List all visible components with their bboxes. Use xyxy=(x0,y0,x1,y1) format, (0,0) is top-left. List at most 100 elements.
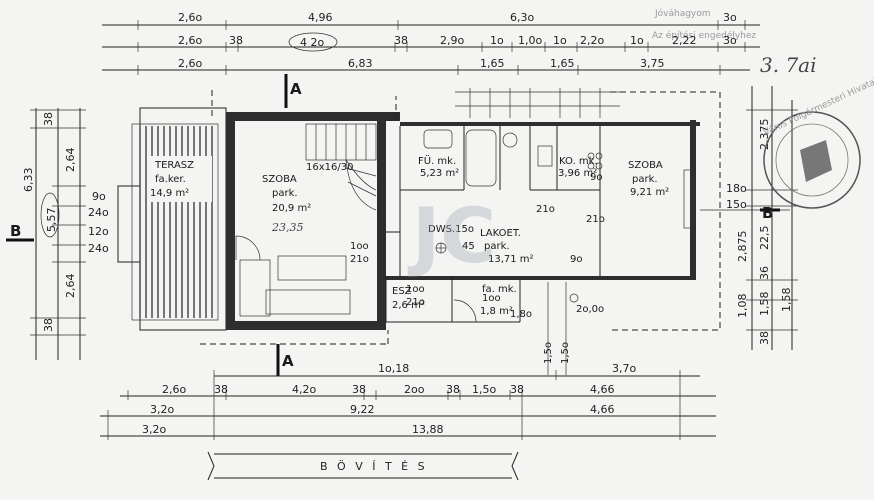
living-area: 13,71 m² xyxy=(488,254,534,265)
room-right-area: 9,21 m² xyxy=(630,187,669,198)
permit-note: Az építési engedélyhez xyxy=(652,30,756,41)
opening-dimension-stubs xyxy=(455,88,620,118)
dim-bottom-3b: 13,88 xyxy=(412,423,444,436)
terrace-floor: fa.ker. xyxy=(155,174,186,185)
extension-outline xyxy=(200,90,721,345)
dim-right-6: 1,58 xyxy=(780,288,793,313)
section-b-left-label: B xyxy=(10,222,21,240)
staircase xyxy=(305,123,377,211)
stove-icon xyxy=(587,152,603,170)
int-dim-7: 9o xyxy=(570,254,582,265)
dim-top-2f: 1o xyxy=(490,34,504,47)
dim-bottom-1b: 38 xyxy=(214,383,228,396)
int-dim-11: 2o,0o xyxy=(576,304,604,315)
dim-right-4: 2,875 xyxy=(736,231,749,263)
watermark-logo: JC xyxy=(407,191,496,280)
dim-top-3c: 1,65 xyxy=(480,57,505,70)
dim-bottom-1d: 38 xyxy=(352,383,366,396)
section-a-bottom-marker: A xyxy=(276,344,294,376)
dim-top-2g: 1,0o xyxy=(518,34,542,47)
bottom-dimensions: 1o,18 3,7o 2,6o 38 4,2o 38 2oo 38 1,5o 3… xyxy=(100,362,716,440)
int-dim-12: 45 xyxy=(462,241,475,252)
dim-right-10: 38 xyxy=(758,331,771,345)
esz-name: ESZ xyxy=(392,286,412,297)
dim-right-3: 15o xyxy=(726,198,747,211)
dim-left-1: 38 xyxy=(42,112,55,126)
extension-label: B Ö V Í T É S xyxy=(320,460,428,473)
dim-top-1b: 4,96 xyxy=(308,11,333,24)
left-dimensions: 38 2,64 6,33 5,57 9o 24o 12o 24o 2,64 38 xyxy=(22,108,109,360)
int-dim-13: 1,8o xyxy=(510,309,532,320)
room-left-area: 20,9 m² xyxy=(272,203,311,214)
int-dim-10: 1,5o xyxy=(560,342,571,364)
dim-left-10: 38 xyxy=(42,318,55,332)
terrace-name: TERASZ xyxy=(154,160,194,171)
bath-fixtures xyxy=(423,129,553,187)
dim-bottom-1i: 4,66 xyxy=(590,383,615,396)
dim-bottom-1f: 38 xyxy=(446,383,460,396)
terrace-area: 14,9 m² xyxy=(150,188,189,199)
dim-top-1c: 6,3o xyxy=(510,11,534,24)
dim-right-5: 22,5 xyxy=(758,226,771,251)
dim-top-2c: 4 2o xyxy=(300,36,324,49)
dim-left-6: 24o xyxy=(88,206,109,219)
dim-top-2d: 38 xyxy=(394,34,408,47)
interior-dimensions: 1oo 21o 1oo 21o 9o 21o 9o 21o 1,5o 1,5o … xyxy=(350,172,605,364)
section-b-right-marker: B xyxy=(700,204,790,222)
dim-top-2a: 2,6o xyxy=(178,34,202,47)
living-name: LAKOET. xyxy=(480,228,521,239)
dim-bottom-1a: 2,6o xyxy=(162,383,186,396)
room-right-name: SZOBA xyxy=(628,160,663,171)
room-left-furniture xyxy=(235,235,351,317)
dim-bottom-2b: 9,22 xyxy=(350,403,375,416)
room-left-handwritten-area: 23,35 xyxy=(271,221,304,234)
dim-bottom-1c: 4,2o xyxy=(292,383,316,396)
room-left-floor: park. xyxy=(272,188,298,199)
extension-bracket: B Ö V Í T É S xyxy=(207,451,519,481)
dim-top-2b: 38 xyxy=(229,34,243,47)
section-a-bottom-label: A xyxy=(282,352,294,370)
dim-top-3b: 6,83 xyxy=(348,57,373,70)
dim-top-2i: 2,2o xyxy=(580,34,604,47)
top-dimensions: 2,6o 4,96 6,3o 3o 2,6o 38 4 2o 38 2,9o 1… xyxy=(102,11,760,75)
dim-top-3a: 2,6o xyxy=(178,57,202,70)
room-right-floor: park. xyxy=(632,174,658,185)
dim-top-1d: 3o xyxy=(723,11,737,24)
dim-left-5: 9o xyxy=(92,190,106,203)
dim-top-2k: 2,22 xyxy=(672,34,697,47)
section-b-right-label: B xyxy=(762,204,773,222)
int-dim-3: 1oo xyxy=(406,284,425,295)
kitchen-area: 3,96 m² xyxy=(558,168,597,179)
dim-bottom-2a: 3,2o xyxy=(150,403,174,416)
dim-left-3: 6,33 xyxy=(22,168,35,193)
dim-bottom-0b: 3,7o xyxy=(612,362,636,375)
living-dws: DWS.15o xyxy=(428,224,474,235)
terrace: TERASZ fa.ker. 14,9 m² xyxy=(117,107,227,331)
dim-top-2e: 2,9o xyxy=(440,34,464,47)
room-left-name: SZOBA xyxy=(262,174,297,185)
dim-bottom-3a: 3,2o xyxy=(142,423,166,436)
wc-name: fa. mk. xyxy=(482,284,517,295)
dim-right-7: 1,08 xyxy=(736,294,749,319)
right-dimensions: 2,375 18o 15o 2,875 22,5 1,58 1,08 36 1,… xyxy=(726,86,798,350)
dim-bottom-1g: 1,5o xyxy=(472,383,496,396)
int-dim-9: 1,5o xyxy=(543,342,554,364)
int-dim-4: 21o xyxy=(406,297,425,308)
dim-top-3d: 1,65 xyxy=(550,57,575,70)
esz-area: 2,6 m² xyxy=(392,300,425,311)
dim-left-9: 2,64 xyxy=(64,274,77,299)
int-dim-8: 21o xyxy=(536,204,555,215)
dim-bottom-2c: 4,66 xyxy=(590,403,615,416)
approval-note: Jóváhagyom xyxy=(654,8,711,19)
dim-left-4: 5,57 xyxy=(45,208,58,233)
dim-right-2: 18o xyxy=(726,182,747,195)
int-dim-14: 1oo xyxy=(482,293,501,304)
bath-name: FÜ. mk. xyxy=(418,154,456,167)
stairs-label: 16x16/30 xyxy=(306,162,353,173)
int-dim-1: 1oo xyxy=(350,241,369,252)
int-dim-5: 9o xyxy=(590,172,602,183)
section-a-top-label: A xyxy=(290,80,302,98)
wc-area: 1,8 m² xyxy=(480,306,513,317)
dim-right-8: 36 xyxy=(758,266,771,280)
interior-walls xyxy=(385,126,601,323)
